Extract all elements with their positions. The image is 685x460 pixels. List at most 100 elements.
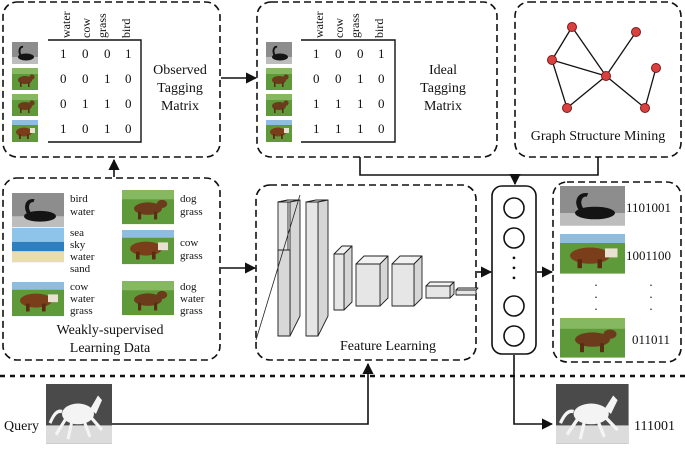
connector-graph-to-hash bbox=[509, 157, 599, 186]
matrix-cell: 0 bbox=[335, 71, 342, 86]
column-header: cow bbox=[79, 18, 93, 38]
tag-label: sand bbox=[70, 263, 91, 275]
svg-text:Weakly-supervised: Weakly-supervised bbox=[57, 323, 164, 338]
matrix-cell: 1 bbox=[60, 46, 67, 61]
graph-node bbox=[640, 103, 650, 113]
tag-label: grass bbox=[180, 305, 203, 317]
feature-learning-title: Feature Learning bbox=[340, 339, 436, 354]
cow-thumbnail bbox=[266, 120, 292, 142]
hash-layer bbox=[491, 185, 537, 355]
matrix-cell: 1 bbox=[335, 96, 342, 111]
conv-layer bbox=[391, 255, 423, 307]
swan-photo bbox=[10, 191, 66, 230]
feature-learning-panel bbox=[255, 184, 477, 361]
matrix-cell: 0 bbox=[125, 121, 132, 136]
matrix-cell: 1 bbox=[125, 46, 132, 61]
beach-photo bbox=[12, 228, 64, 263]
ideal-matrix-panel bbox=[256, 1, 498, 158]
conv-layer bbox=[277, 199, 301, 337]
matrix-cell: 0 bbox=[357, 46, 364, 61]
dog-photo bbox=[122, 190, 174, 225]
dog-thumbnail bbox=[12, 94, 38, 116]
ideal-matrix-bracket bbox=[301, 39, 396, 143]
matrix-cell: 1 bbox=[82, 96, 89, 111]
svg-text:.: . bbox=[594, 274, 597, 289]
column-header: bird bbox=[119, 19, 133, 38]
svg-text:.: . bbox=[594, 286, 597, 301]
observed-column-headers: water cow grass bird bbox=[59, 11, 133, 38]
svg-text:.: . bbox=[649, 286, 652, 301]
hash-code-images bbox=[560, 186, 625, 358]
matrix-cell: 0 bbox=[378, 96, 385, 111]
arrow-query-to-feature bbox=[112, 362, 374, 425]
neuron bbox=[503, 325, 525, 347]
tag-label: sky bbox=[70, 239, 86, 251]
column-header: grass bbox=[348, 13, 362, 38]
tag-label: dog bbox=[180, 281, 197, 293]
hash-neurons bbox=[503, 197, 525, 347]
tag-label: sea bbox=[70, 227, 84, 239]
fc-layer bbox=[455, 287, 479, 296]
dog-thumbnail bbox=[266, 68, 292, 90]
tag-label: dog bbox=[180, 193, 197, 205]
matrix-cell: 1 bbox=[357, 96, 364, 111]
column-header: bird bbox=[372, 19, 386, 38]
matrix-cell: 1 bbox=[357, 71, 364, 86]
matrix-cell: 1 bbox=[313, 121, 320, 136]
matrix-cell: 1 bbox=[335, 121, 342, 136]
matrix-cell: 0 bbox=[313, 71, 320, 86]
graph-node bbox=[651, 63, 661, 73]
column-header: cow bbox=[332, 18, 346, 38]
hash-codes-panel bbox=[552, 181, 682, 363]
observed-matrix-panel bbox=[2, 1, 221, 158]
cnn-input-edge bbox=[255, 194, 301, 341]
matrix-cell: 0 bbox=[104, 46, 111, 61]
hash-code: 1101001 bbox=[626, 200, 671, 215]
graph-edges bbox=[551, 26, 657, 109]
matrix-cell: 0 bbox=[335, 46, 342, 61]
query-hash-code: 111001 bbox=[634, 419, 675, 434]
dog-thumbnail bbox=[266, 94, 292, 116]
tag-label: cow bbox=[180, 237, 198, 249]
svg-text:Tagging: Tagging bbox=[420, 81, 466, 96]
matrix-cell: 1 bbox=[104, 96, 111, 111]
tag-label: cow bbox=[70, 281, 88, 293]
svg-text:Learning Data: Learning Data bbox=[70, 341, 151, 356]
swan-thumbnail bbox=[11, 41, 39, 65]
matrix-cell: 1 bbox=[104, 121, 111, 136]
cnn-layers bbox=[277, 199, 479, 337]
graph-node bbox=[567, 22, 577, 32]
hash-neuron-ellipsis: • • • bbox=[512, 251, 516, 285]
svg-text:Observed: Observed bbox=[153, 63, 207, 78]
hash-code: 011011 bbox=[632, 332, 670, 347]
weak-data-title: Weakly-supervised Learning Data bbox=[57, 323, 164, 356]
dog-thumbnail bbox=[12, 68, 38, 90]
hash-code: 1001100 bbox=[626, 248, 671, 263]
swan-thumbnail bbox=[265, 41, 293, 65]
ideal-matrix-values: 1 0 0 1 0 0 1 0 1 1 1 0 1 1 1 0 bbox=[313, 46, 385, 136]
column-header: water bbox=[312, 11, 326, 38]
svg-text:Matrix: Matrix bbox=[424, 99, 462, 114]
graph-node bbox=[547, 55, 557, 65]
column-header: water bbox=[59, 11, 73, 38]
matrix-cell: 0 bbox=[82, 71, 89, 86]
svg-text:•: • bbox=[512, 251, 516, 265]
fc-layer bbox=[425, 281, 455, 299]
graph-edge bbox=[566, 75, 607, 109]
tag-label: grass bbox=[70, 305, 93, 317]
observed-thumbnails bbox=[11, 41, 39, 142]
ideal-column-headers: water cow grass bird bbox=[312, 11, 386, 38]
matrix-cell: 0 bbox=[378, 121, 385, 136]
svg-text:.: . bbox=[594, 298, 597, 313]
graph-edge bbox=[551, 59, 607, 77]
graph-nodes bbox=[547, 22, 661, 113]
tag-label: water bbox=[180, 293, 205, 305]
graph-edge bbox=[551, 59, 568, 109]
matrix-cell: 0 bbox=[378, 71, 385, 86]
observed-matrix-values: 1 0 0 1 0 0 1 0 0 1 1 0 1 0 1 0 bbox=[60, 46, 132, 136]
graph-edge bbox=[551, 26, 573, 61]
tag-label: grass bbox=[180, 206, 203, 218]
connector-ideal-to-hash bbox=[359, 157, 515, 176]
observed-matrix-bracket bbox=[48, 39, 142, 143]
